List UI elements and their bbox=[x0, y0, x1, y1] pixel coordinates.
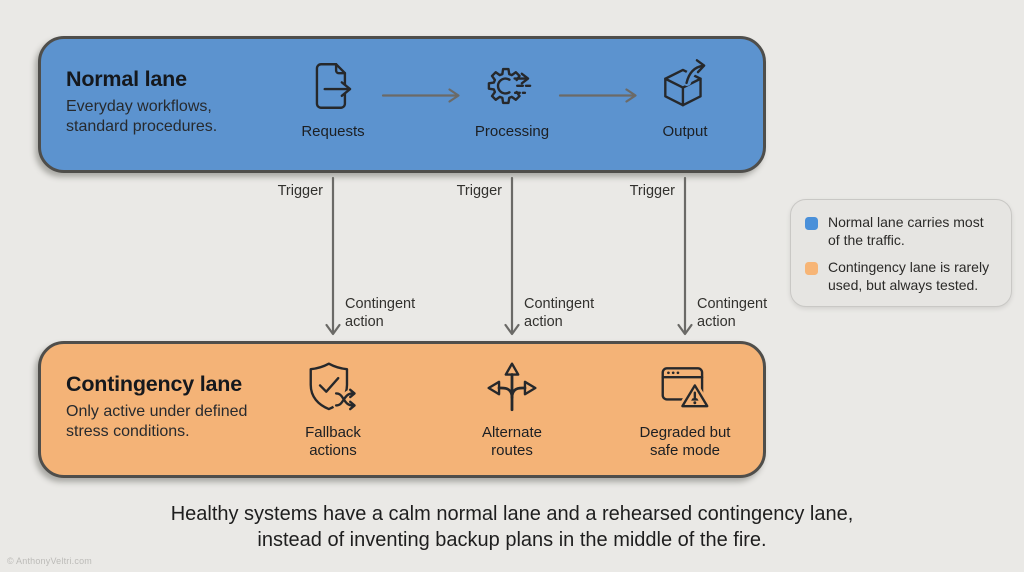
station-requests: Requests bbox=[258, 57, 408, 141]
station-label-line2: safe mode bbox=[649, 442, 721, 459]
normal-lane-swatch bbox=[805, 217, 818, 230]
station-label-line2: actions bbox=[309, 442, 357, 459]
caption-line2: instead of inventing backup plans in the… bbox=[257, 529, 767, 551]
watermark: © AnthonyVeltri.com bbox=[7, 556, 92, 566]
contingent-action-line1: Contingent bbox=[524, 296, 595, 312]
station-label-line1: Degraded but bbox=[639, 424, 731, 441]
document-export-icon bbox=[315, 63, 353, 109]
station-label-line1: Alternate bbox=[481, 424, 543, 441]
caption: Healthy systems have a calm normal lane … bbox=[0, 501, 1024, 553]
legend-item-normal: Normal lane carries most of the traffic. bbox=[805, 214, 997, 249]
normal-lane-subtitle-line2: standard procedures. bbox=[66, 118, 218, 135]
contingency-lane-subtitle-line1: Only active under defined bbox=[66, 403, 248, 420]
normal-lane-subtitle: Everyday workflows, standard procedures. bbox=[66, 97, 217, 137]
legend-text: Contingency lane is rarely used, but alw… bbox=[828, 259, 990, 293]
contingency-lane-title: Contingency lane bbox=[66, 372, 242, 396]
normal-lane-heading: Normal lane Everyday workflows, standard … bbox=[66, 67, 217, 137]
window-warning-icon bbox=[661, 367, 711, 411]
branching-arrows-icon bbox=[487, 362, 537, 412]
legend: Normal lane carries most of the traffic.… bbox=[790, 199, 1012, 307]
trigger-label: Trigger bbox=[629, 183, 675, 199]
trigger-label: Trigger bbox=[456, 183, 502, 199]
contingency-lane-subtitle-line2: stress conditions. bbox=[66, 423, 190, 440]
trigger-label: Trigger bbox=[277, 183, 323, 199]
caption-line1: Healthy systems have a calm normal lane … bbox=[170, 503, 854, 525]
speeding-gear-icon bbox=[487, 67, 532, 105]
station-label-line1: Fallback bbox=[305, 424, 361, 441]
contingency-lane-heading: Contingency lane Only active under defin… bbox=[66, 372, 247, 442]
contingency-lane-box: Contingency lane Only active under defin… bbox=[38, 341, 766, 478]
trigger-arrowhead-down bbox=[677, 323, 693, 336]
contingent-action-line1: Contingent bbox=[345, 296, 416, 312]
normal-lane-title: Normal lane bbox=[66, 67, 187, 91]
contingent-action-line2: action bbox=[345, 313, 384, 330]
trigger-arrowhead-down bbox=[325, 323, 341, 336]
contingent-action-line2: action bbox=[524, 313, 563, 330]
legend-item-contingency: Contingency lane is rarely used, but alw… bbox=[805, 259, 997, 294]
station-processing: Processing bbox=[437, 57, 587, 141]
contingent-action-line1: Contingent bbox=[697, 296, 768, 312]
station-output: Output bbox=[610, 57, 760, 141]
station-label: Output bbox=[662, 123, 708, 140]
legend-text: Normal lane carries most of the traffic. bbox=[828, 214, 984, 248]
contingent-action-line2: action bbox=[697, 313, 736, 330]
contingency-lane-subtitle: Only active under defined stress conditio… bbox=[66, 402, 247, 442]
station-label-line2: routes bbox=[491, 442, 533, 459]
normal-lane-box: Normal lane Everyday workflows, standard … bbox=[38, 36, 766, 173]
normal-lane-subtitle-line1: Everyday workflows, bbox=[66, 98, 212, 115]
shield-fallback-icon bbox=[309, 362, 357, 411]
trigger-arrowhead-down bbox=[504, 323, 520, 336]
contingency-lane-swatch bbox=[805, 262, 818, 275]
station-label: Processing bbox=[474, 123, 550, 140]
box-export-icon bbox=[664, 59, 707, 107]
station-label: Requests bbox=[301, 123, 365, 140]
